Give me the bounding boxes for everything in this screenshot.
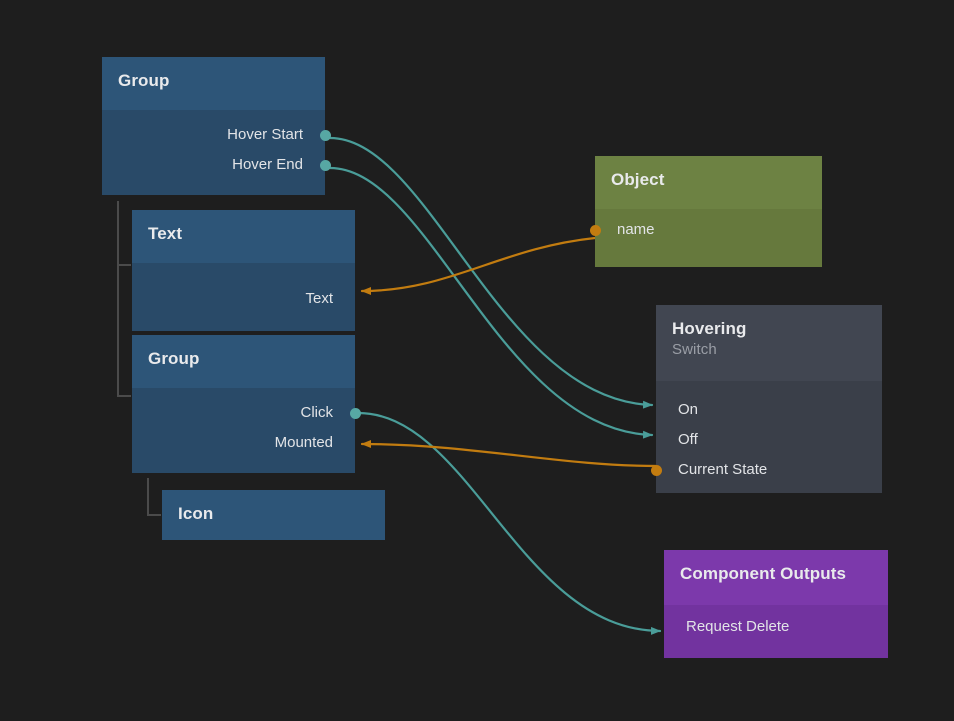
node-title: Group [118,71,170,90]
wire-click-to-request-delete[interactable] [356,411,662,635]
port-label: Hover End [232,156,303,173]
node-object-header[interactable]: Object [595,156,822,209]
port-label: Hover Start [227,126,303,143]
node-hovering-body: On Off Current State [650,381,882,493]
port-label: Mounted [274,434,333,451]
port-label: Text [305,290,333,307]
node-text-header[interactable]: Text [132,210,355,263]
node-group-child[interactable]: Group Click Mounted [132,335,361,473]
node-object[interactable]: Object name [589,156,822,267]
port-label: Click [300,404,334,421]
node-hovering-switch[interactable]: Hovering Switch On Off Current State [650,305,882,493]
node-icon[interactable]: Icon [162,490,385,540]
port-dot-icon[interactable] [319,129,331,141]
node-group-root-body: Hover Start Hover End [102,110,331,195]
tree-line-trunk-root [117,201,119,397]
wire-object-name-to-text[interactable] [360,236,597,295]
port-hover-end[interactable]: Hover End [102,150,331,180]
port-request-delete[interactable]: Request Delete [664,612,888,642]
port-click[interactable]: Click [132,398,361,428]
port-label: Off [678,431,698,448]
wire-current-state-to-mounted[interactable] [360,440,659,468]
node-text-body: Text [132,263,355,331]
node-group-root[interactable]: Group Hover Start Hover End [102,57,331,195]
port-off[interactable]: Off [656,425,882,455]
node-component-outputs[interactable]: Component Outputs Request Delete [664,550,888,658]
port-dot-icon[interactable] [650,464,662,476]
node-group-root-header[interactable]: Group [102,57,325,110]
node-title: Component Outputs [680,564,847,583]
port-label: Request Delete [686,618,790,635]
port-dot-icon[interactable] [349,407,361,419]
tree-line-stub-text [117,264,131,266]
node-group-child-body: Click Mounted [132,388,361,473]
node-group-child-header[interactable]: Group [132,335,355,388]
tree-line-stub-group [117,395,131,397]
node-title: Hovering [672,319,747,338]
node-hovering-header[interactable]: Hovering Switch [656,305,882,381]
port-hover-start[interactable]: Hover Start [102,120,331,150]
node-subtitle: Switch [672,341,717,358]
port-label: Current State [678,461,768,478]
port-text[interactable]: Text [132,284,355,314]
port-label: On [678,401,699,418]
port-label: name [617,221,655,238]
tree-line-stub-icon [147,514,161,516]
node-component-outputs-body: Request Delete [664,605,888,658]
node-title: Text [148,224,183,243]
port-current-state[interactable]: Current State [650,455,882,485]
node-title: Object [611,170,665,189]
tree-line-trunk-icon [147,478,149,516]
port-on[interactable]: On [656,395,882,425]
port-name[interactable]: name [589,215,822,245]
node-component-outputs-header[interactable]: Component Outputs [664,550,888,605]
node-object-body: name [589,209,822,267]
node-icon-header[interactable]: Icon [162,490,385,540]
port-dot-icon[interactable] [589,224,601,236]
node-title: Group [148,349,200,368]
port-mounted[interactable]: Mounted [132,428,355,458]
port-dot-icon[interactable] [319,159,331,171]
node-title: Icon [178,504,214,523]
node-text[interactable]: Text Text [132,210,355,331]
